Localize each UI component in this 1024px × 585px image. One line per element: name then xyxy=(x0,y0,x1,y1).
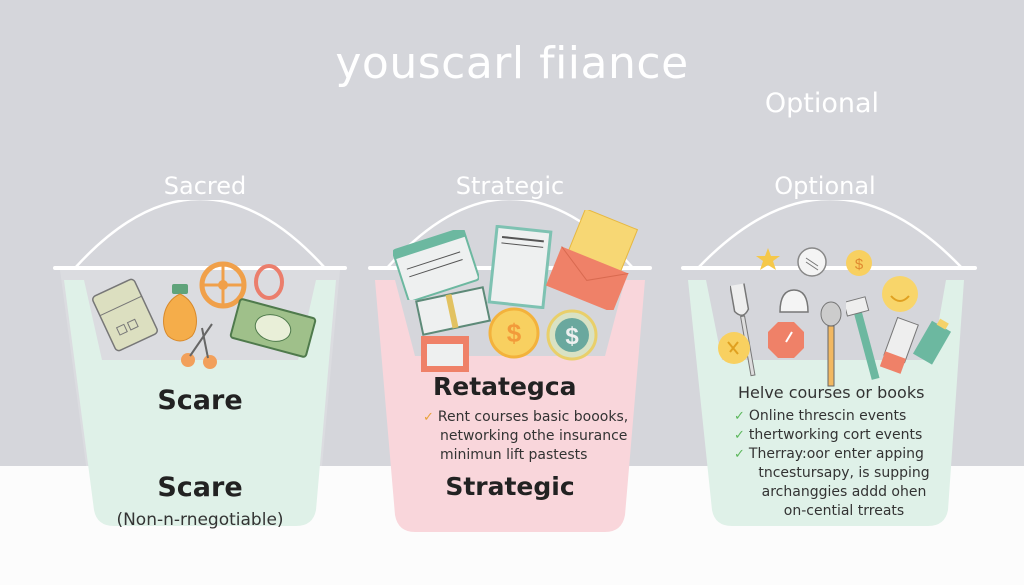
ring-icon xyxy=(254,264,284,300)
svg-text:$: $ xyxy=(855,256,864,273)
bucket-sacred: Sacred Scare Scare (Non-n-rnegotiable) xyxy=(50,170,350,540)
checkmark-icon: ✓ xyxy=(734,428,745,443)
steering-wheel-icon xyxy=(199,261,247,309)
list-item: on-cential trreats xyxy=(783,503,905,519)
star-icon xyxy=(756,248,780,270)
browser-window-icon xyxy=(393,230,479,300)
bucket-caption: (Non-n-rnegotiable) xyxy=(116,510,284,530)
envelope-letter-icon xyxy=(545,210,639,310)
house-icon xyxy=(92,278,158,352)
checkmark-icon: ✓ xyxy=(423,410,434,425)
bucket-heading-top: Retategca xyxy=(433,372,577,401)
battery-icon xyxy=(912,318,952,365)
list-item: ✓Rent courses basic boooks, xyxy=(423,409,629,425)
lightbulb-icon xyxy=(163,284,197,342)
badge-icon xyxy=(797,247,827,277)
scissors-icon xyxy=(181,323,217,369)
dollar-coin-icon: $ xyxy=(846,250,872,276)
bucket-heading-top: Helve courses or books xyxy=(738,383,925,402)
list-item: tncestursapy, is supping xyxy=(758,465,930,481)
coin-icon xyxy=(718,332,750,364)
smiley-icon xyxy=(882,276,918,312)
list-item: ✓Online threscin events xyxy=(734,408,907,424)
wrench-icon xyxy=(846,296,880,380)
checkmark-icon: ✓ xyxy=(734,409,745,424)
dollar-coin-icon: $ xyxy=(546,309,598,361)
bucket-heading-top: Scare xyxy=(157,385,243,416)
bucket-label-optional: Optional xyxy=(760,172,890,200)
bucket-heading-bottom: Strategic xyxy=(445,472,575,501)
bucket-list: ✓Online threscin events ✓thertworking co… xyxy=(734,407,954,521)
page-title: youscarl fiiance xyxy=(335,38,689,89)
cash-stack-icon xyxy=(415,286,491,336)
bucket-label-strategic: Strategic xyxy=(455,172,565,200)
page-subtitle: Optional xyxy=(764,88,880,119)
list-item: archanggies addd ohen xyxy=(761,484,927,500)
bucket-strategic: Strategic $ $ Retategca ✓Rent courses ba… xyxy=(365,170,655,540)
bucket-optional: Optional $ Helve courses or books ✓Onlin… xyxy=(680,170,980,540)
svg-text:$: $ xyxy=(565,323,579,350)
checkmark-icon: ✓ xyxy=(734,447,745,462)
list-item: minimun lift pastests xyxy=(440,447,588,463)
stop-sign-icon xyxy=(768,322,804,358)
toolbox-icon xyxy=(421,336,469,372)
notebook-icon xyxy=(487,225,553,309)
list-item: ✓Therray:oor enter apping xyxy=(734,446,924,462)
brush-icon xyxy=(820,301,842,387)
list-item: networking othe insurance xyxy=(440,428,628,444)
bucket-label-sacred: Sacred xyxy=(150,172,260,200)
bucket-heading-bottom: Scare xyxy=(157,472,243,503)
bell-icon xyxy=(779,289,809,313)
dollar-coin-icon: $ xyxy=(488,307,540,359)
cash-icon xyxy=(229,298,317,358)
bucket-list: ✓Rent courses basic boooks, networking o… xyxy=(423,408,653,465)
comb-icon xyxy=(880,316,919,374)
list-item: ✓thertworking cort events xyxy=(734,427,923,443)
svg-text:$: $ xyxy=(507,318,522,348)
bucket-body xyxy=(681,266,977,526)
